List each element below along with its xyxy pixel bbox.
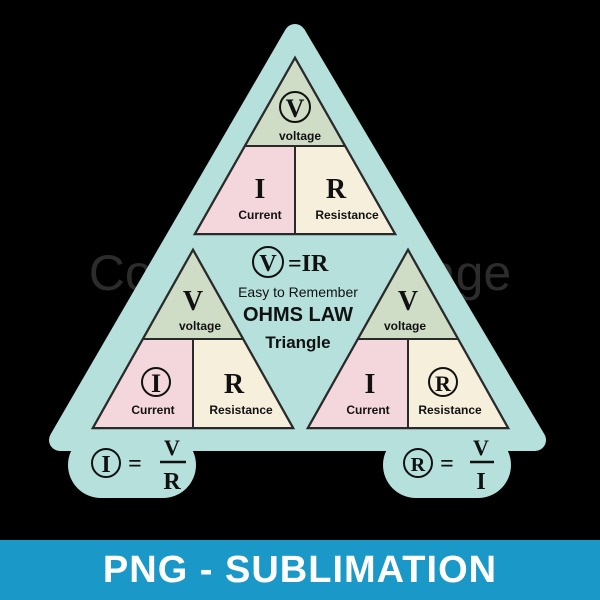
- top-voltage-label: voltage: [279, 129, 321, 143]
- left-current-label: Current: [131, 403, 174, 417]
- right-current-symbol: I: [365, 369, 376, 400]
- top-current-symbol: I: [255, 174, 266, 205]
- top-triangle: V voltage I Current R Resistance: [192, 55, 398, 236]
- center-text: V =IR Easy to Remember OHMS LAW Triangle: [238, 246, 358, 352]
- formula-resistance-circle: [403, 448, 433, 478]
- formula-resistance-result: R: [411, 454, 426, 476]
- formula-resistance-denominator: I: [476, 469, 485, 495]
- formula-resistance-numerator: V: [473, 435, 489, 460]
- formula-current-numerator: V: [164, 435, 180, 460]
- formula-current-result: I: [101, 452, 110, 478]
- right-r-circle: [428, 367, 458, 397]
- left-resistance-symbol: R: [224, 369, 245, 400]
- formula-current-equals: =: [128, 451, 142, 477]
- top-resistance-label: Resistance: [315, 208, 379, 222]
- formula-resistance-equals: =: [440, 451, 454, 477]
- banner-text: PNG - SUBLIMATION: [102, 548, 498, 591]
- center-formula-symbol: V: [259, 251, 277, 277]
- right-voltage-label: voltage: [384, 319, 426, 333]
- center-line2: OHMS LAW: [243, 304, 353, 326]
- formula-current: I = V R: [91, 435, 186, 495]
- right-triangle: V voltage I Current R Resistance: [305, 247, 511, 430]
- left-voltage-symbol: V: [183, 286, 203, 317]
- left-triangle: V voltage I Current R Resistance: [90, 247, 296, 430]
- formula-resistance: R = V I: [403, 435, 494, 495]
- center-v-circle: [252, 246, 284, 278]
- right-resistance-label: Resistance: [418, 403, 482, 417]
- top-resistance-symbol: R: [326, 174, 347, 205]
- top-current-label: Current: [238, 208, 281, 222]
- sublimation-banner: PNG - SUBLIMATION: [0, 540, 600, 600]
- center-line1: Easy to Remember: [238, 284, 358, 300]
- right-current-label: Current: [346, 403, 389, 417]
- left-i-circle: [141, 367, 171, 397]
- center-line3: Triangle: [265, 333, 330, 352]
- center-formula-rest: =IR: [288, 251, 329, 277]
- right-resistance-symbol: R: [435, 371, 452, 396]
- formula-current-denominator: R: [163, 469, 181, 495]
- right-voltage-symbol: V: [398, 286, 418, 317]
- top-voltage-symbol: V: [286, 94, 305, 123]
- top-v-circle: [279, 91, 311, 123]
- formula-current-circle: [91, 448, 121, 478]
- left-voltage-label: voltage: [179, 319, 221, 333]
- left-resistance-label: Resistance: [209, 403, 273, 417]
- left-current-symbol: I: [151, 369, 161, 398]
